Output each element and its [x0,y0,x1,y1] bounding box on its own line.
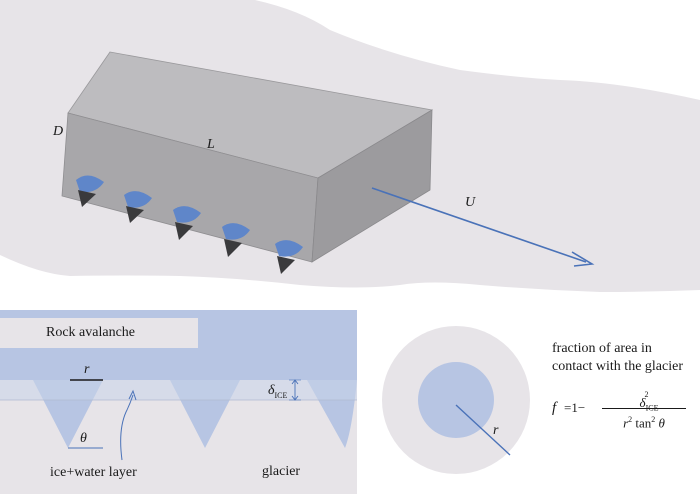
block-cones [76,175,303,274]
rock-avalanche-label: Rock avalanche [46,325,136,340]
circle-radius-line [455,404,511,456]
ice-water-layer-label: ice+water layer [50,465,137,480]
cone-4 [222,223,250,257]
cone-3 [173,206,201,240]
formula-equals: =1− [564,400,586,415]
block-side-face [311,109,433,263]
ice-water-layer-band [0,380,357,400]
layer-pointer-arrowhead [128,389,137,401]
contact-fraction-formula: f =1− δICE2 r2 tan2 θ [552,382,692,442]
rock-avalanche-box [0,318,198,348]
depth-label: D [53,124,64,139]
delta-subscript: ICE [274,390,288,400]
caption-line-2: contact with the glacier [552,359,683,374]
angle-label: θ [80,431,87,446]
cone-1 [76,175,104,207]
velocity-arrow [371,187,595,267]
glacier-label: glacier [262,464,301,479]
cone-2 [124,191,152,223]
delta-symbol: δ [268,383,275,398]
velocity-label: U [465,195,476,210]
layer-pointer-arrow [120,394,134,461]
radius-label-section: r [84,362,90,377]
formula-lhs: f [552,400,557,416]
delta-ice-label: δICE [268,384,287,400]
cone-5 [275,240,303,274]
radius-label-circle: r [493,423,499,438]
contact-caption: fraction of area in contact with the gla… [552,340,692,376]
contact-area-circle [418,362,494,438]
formula-numerator: δICE2 [639,390,659,413]
length-label: L [207,137,215,152]
caption-line-1: fraction of area in [552,341,652,356]
delta-ice-dimension [289,379,301,401]
formula-fraction-bar [602,408,686,409]
formula-denominator: r2 tan2 θ [623,415,665,431]
formula-fraction: δICE2 r2 tan2 θ [602,382,686,431]
